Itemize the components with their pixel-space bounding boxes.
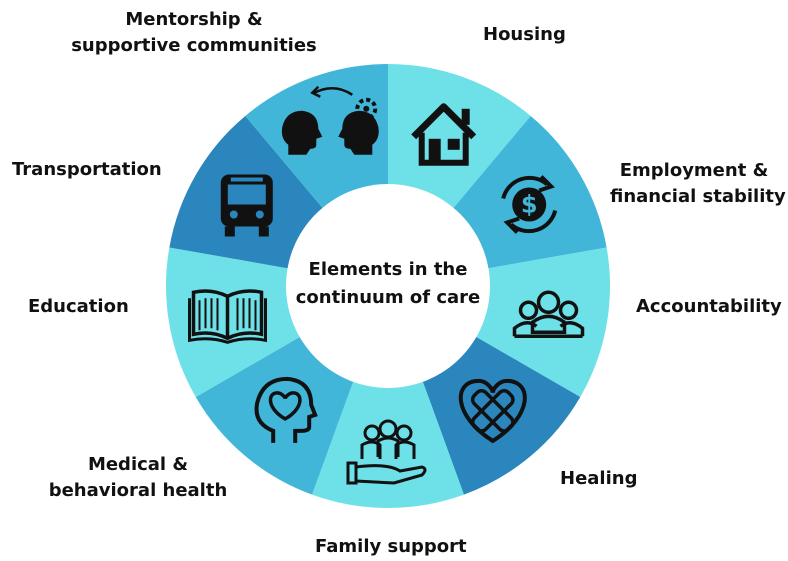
segment-label-housing: Housing <box>483 22 566 48</box>
segment-label-line: behavioral health <box>48 480 228 501</box>
center-title-line1: Elements in the <box>308 259 468 280</box>
ring-segment-medical <box>195 336 354 495</box>
segment-label-line: Employment & <box>619 160 769 181</box>
people-group-icon <box>512 290 585 339</box>
segment-label-transportation: Transportation <box>12 157 162 183</box>
segment-label-line: Mentorship & <box>125 9 263 30</box>
segment-label-line: Accountability <box>636 296 782 317</box>
open-book-icon <box>188 289 267 344</box>
ring <box>165 63 610 509</box>
ring-segment-housing <box>388 64 531 210</box>
ring-segment-education <box>165 247 302 397</box>
icons: $ <box>188 85 585 485</box>
segment-label-accountability: Accountability <box>636 294 782 320</box>
segment-label-family-support: Family support <box>315 534 467 560</box>
segment-label-employment: Employment & financial stability <box>610 158 786 210</box>
segment-label-line: Transportation <box>12 159 162 180</box>
segment-label-line: financial stability <box>610 186 786 207</box>
center-title-line2: continuum of care <box>295 287 481 308</box>
segment-label-mentorship: Mentorship & supportive communities <box>68 7 320 59</box>
segment-label-line: Housing <box>483 24 566 45</box>
svg-text:$: $ <box>521 191 538 219</box>
segment-label-line: Healing <box>560 468 638 489</box>
segment-label-line: Medical & <box>87 454 189 475</box>
center-circle <box>286 184 490 388</box>
family-hand-icon <box>346 419 427 485</box>
dollar-cycle-icon: $ <box>501 175 558 234</box>
head-heart-icon <box>254 376 318 443</box>
segment-label-education: Education <box>28 294 129 320</box>
ring-segment-accountability <box>474 247 610 397</box>
bus-icon <box>220 174 273 237</box>
segment-label-line: Family support <box>315 536 467 557</box>
bandaged-heart-icon <box>458 378 527 444</box>
center-title: Elements in the continuum of care <box>288 256 488 312</box>
segment-label-line: supportive communities <box>71 35 317 56</box>
segment-label-line: Education <box>28 296 129 317</box>
ring-segment-family-support <box>312 379 464 509</box>
segment-label-healing: Healing <box>560 466 637 492</box>
mentoring-heads-icon <box>281 85 379 155</box>
house-icon <box>411 103 477 166</box>
segment-label-medical: Medical & behavioral health <box>46 452 230 504</box>
